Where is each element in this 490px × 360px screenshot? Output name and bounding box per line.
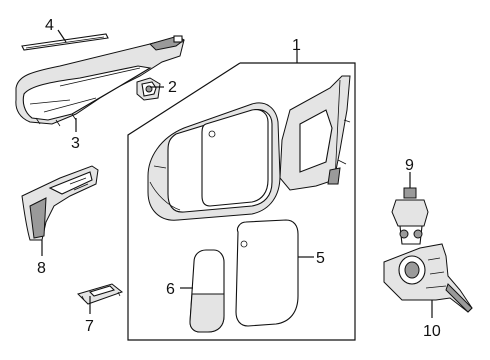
part-5-mirror-glass bbox=[235, 219, 299, 327]
callout-8: 8 bbox=[37, 260, 46, 277]
callout-6: 6 bbox=[166, 281, 175, 298]
callout-3: 3 bbox=[71, 135, 80, 152]
part-6-spotter-glass bbox=[189, 249, 225, 333]
callout-1: 1 bbox=[292, 37, 301, 54]
callout-9: 9 bbox=[405, 157, 414, 174]
part-1-mirror-assembly bbox=[147, 75, 351, 221]
callout-7: 7 bbox=[85, 318, 94, 335]
callout-2: 2 bbox=[168, 79, 177, 96]
part-2-bracket bbox=[136, 77, 161, 101]
callout-4: 4 bbox=[45, 17, 54, 34]
part-7-module bbox=[77, 283, 124, 305]
callout-10: 10 bbox=[423, 323, 441, 340]
part-4-trim-strip bbox=[21, 33, 109, 51]
callout-5: 5 bbox=[316, 250, 325, 267]
part-10-housing bbox=[383, 243, 473, 313]
assembly-frame bbox=[127, 62, 356, 341]
part-9-motor bbox=[391, 187, 429, 245]
part-8-signal-lamp bbox=[21, 165, 99, 241]
part-3-mirror-cover bbox=[15, 35, 185, 127]
